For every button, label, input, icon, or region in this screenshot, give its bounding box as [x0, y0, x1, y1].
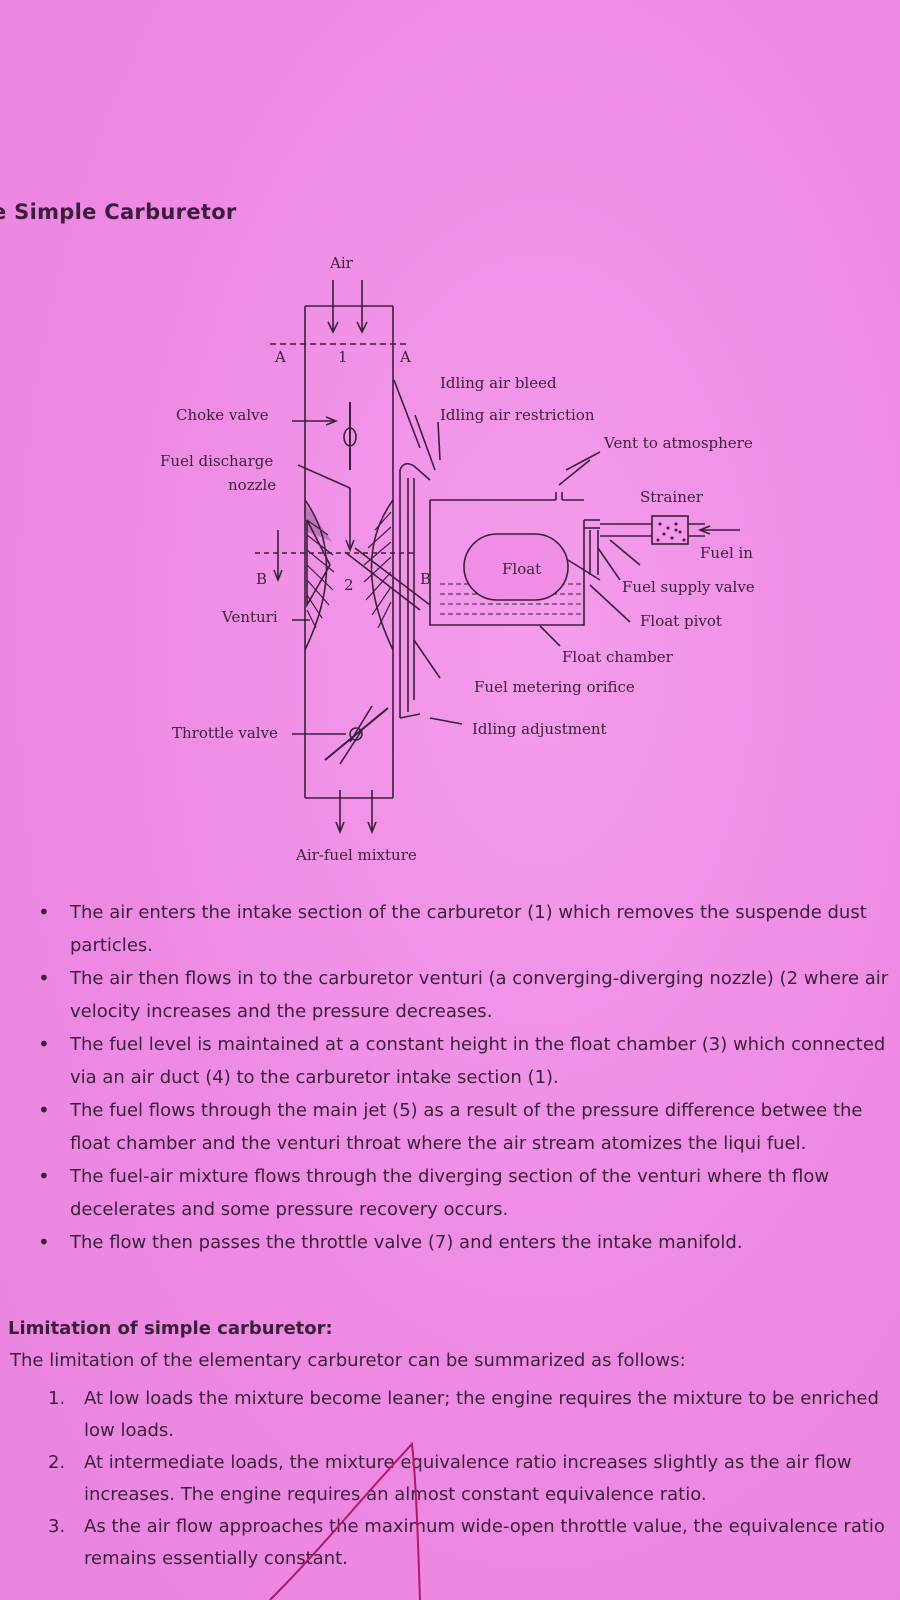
- label-section-2: 2: [344, 576, 354, 594]
- label-idling-adjustment: Idling adjustment: [472, 720, 607, 738]
- label-air-fuel-mixture: Air-fuel mixture: [295, 846, 417, 864]
- bullet-item: The flow then passes the throttle valve …: [38, 1226, 900, 1259]
- label-fuel-supply-valve: Fuel supply valve: [622, 578, 755, 596]
- item-text: At low loads the mixture become leaner; …: [84, 1388, 879, 1441]
- item-number: 2.: [48, 1452, 66, 1473]
- bullet-item: The fuel-air mixture flows through the d…: [38, 1160, 900, 1226]
- bullet-item: The fuel flows through the main jet (5) …: [38, 1094, 900, 1160]
- section-heading: e Simple Carburetor: [0, 200, 237, 224]
- label-choke-valve: Choke valve: [176, 406, 269, 424]
- label-float: Float: [502, 560, 541, 578]
- limitation-intro: The limitation of the elementary carbure…: [10, 1350, 686, 1371]
- process-bullets: The air enters the intake section of the…: [38, 896, 900, 1259]
- limitation-list: 1. At low loads the mixture become leane…: [48, 1383, 900, 1575]
- label-throttle-valve: Throttle valve: [172, 724, 278, 742]
- limitation-item: 2. At intermediate loads, the mixture eq…: [48, 1447, 900, 1511]
- label-fuel-metering-orifice: Fuel metering orifice: [474, 678, 635, 696]
- label-strainer: Strainer: [640, 488, 704, 506]
- label-nozzle: nozzle: [228, 476, 276, 494]
- label-vent-to-atmosphere: Vent to atmosphere: [603, 434, 753, 452]
- item-number: 1.: [48, 1388, 66, 1409]
- label-float-chamber: Float chamber: [562, 648, 674, 666]
- limitation-heading: Limitation of simple carburetor:: [8, 1318, 333, 1339]
- item-text: At intermediate loads, the mixture equiv…: [84, 1452, 852, 1505]
- label-venturi: Venturi: [221, 608, 278, 626]
- label-section-b-left: B: [256, 570, 267, 588]
- label-section-a-left: A: [274, 348, 286, 366]
- label-air: Air: [329, 254, 354, 272]
- limitation-item: 1. At low loads the mixture become leane…: [48, 1383, 900, 1447]
- carburetor-diagram: Air A 1 A Idling air bleed Idling air re…: [160, 254, 755, 864]
- label-section-1: 1: [338, 348, 348, 366]
- label-fuel-in: Fuel in: [700, 544, 753, 562]
- label-idling-air-bleed: Idling air bleed: [440, 374, 557, 392]
- item-number: 3.: [48, 1516, 66, 1537]
- label-fuel-discharge: Fuel discharge: [160, 452, 273, 470]
- bullet-item: The fuel level is maintained at a consta…: [38, 1028, 900, 1094]
- bullet-item: The air then flows in to the carburetor …: [38, 962, 900, 1028]
- label-idling-air-restriction: Idling air restriction: [440, 406, 595, 424]
- bullet-item: The air enters the intake section of the…: [38, 896, 900, 962]
- item-text: As the air flow approaches the maximum w…: [84, 1516, 885, 1569]
- label-section-b-right: B: [420, 570, 431, 588]
- label-float-pivot: Float pivot: [640, 612, 722, 630]
- limitation-item: 3. As the air flow approaches the maximu…: [48, 1511, 900, 1575]
- label-section-a-right: A: [399, 348, 411, 366]
